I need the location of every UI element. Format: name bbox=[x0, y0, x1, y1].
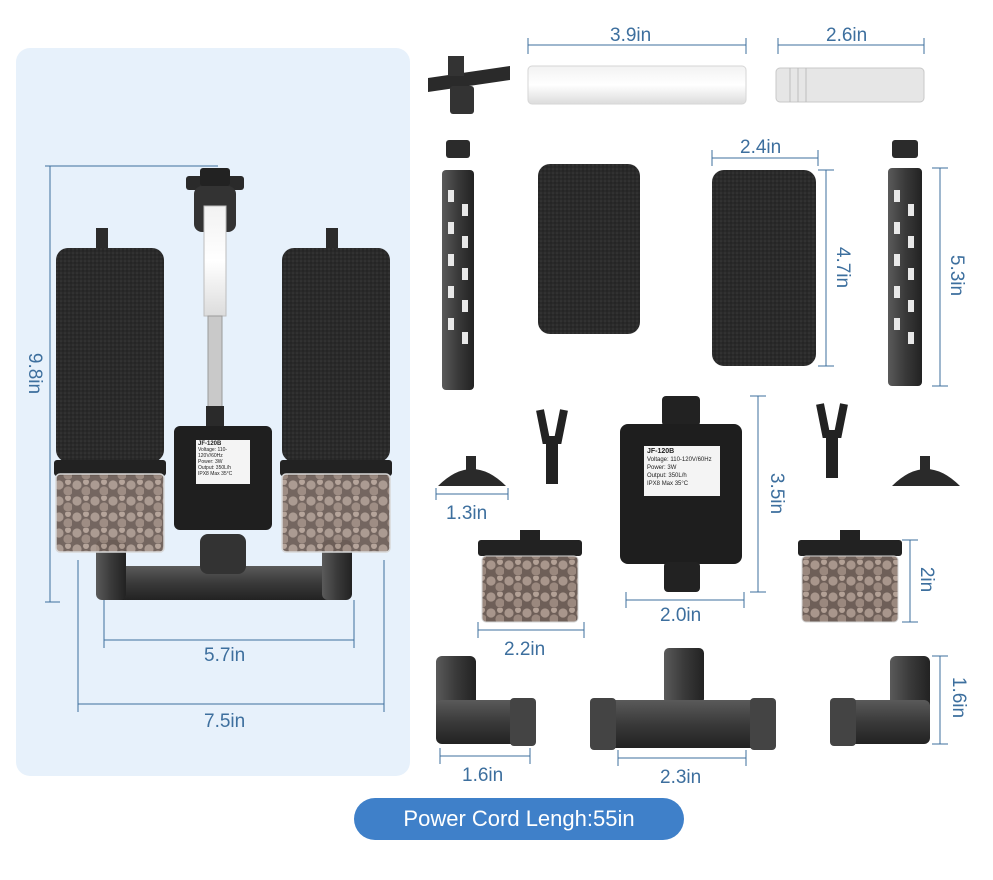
pump-voltage: Voltage: 110-120V/60Hz bbox=[198, 447, 228, 459]
short-lift-tube bbox=[775, 67, 925, 103]
dim-elbow-height: 1.6in bbox=[948, 676, 970, 719]
power-cord-badge: Power Cord Lengh:55in bbox=[354, 798, 684, 840]
airline-valve-part bbox=[428, 56, 510, 114]
suction-cup-right bbox=[892, 469, 960, 486]
clip-right bbox=[816, 403, 848, 438]
pump-output-value: 350L/h bbox=[215, 465, 232, 471]
dim-assembly-height: 9.8in bbox=[24, 352, 46, 395]
media-cup-right-lid bbox=[798, 540, 902, 556]
elbow-right bbox=[830, 656, 930, 746]
dim-pump-height: 3.5in bbox=[766, 472, 788, 515]
dim-media-cup-width: 2.2in bbox=[504, 639, 546, 660]
pump-power-label: Power: bbox=[647, 465, 666, 471]
dim-sponge-height: 4.7in bbox=[832, 246, 854, 289]
media-cup-left-lid bbox=[478, 540, 582, 556]
pump-voltage: Voltage: 110-120V/60Hz bbox=[647, 457, 712, 463]
dim-tube-short: 2.6in bbox=[826, 25, 868, 46]
left-strainer-tube bbox=[442, 170, 474, 390]
dim-sponge-width: 2.4in bbox=[740, 137, 782, 158]
pump-power-value: 3W bbox=[214, 459, 223, 465]
pump-output-label: Output: bbox=[647, 473, 667, 479]
dim-suction-cup: 1.3in bbox=[446, 503, 488, 524]
pump-model: JF-120B bbox=[198, 441, 222, 447]
right-strainer-tube bbox=[888, 168, 922, 386]
pump-label: JF-120B Voltage: 110-120V/60Hz Power: 3W… bbox=[644, 446, 720, 496]
assembled-filter bbox=[45, 165, 392, 712]
pump-output-value: 350L/h bbox=[668, 473, 687, 479]
pump-model: JF-120B bbox=[647, 448, 675, 455]
pump-rating: IPX8 bbox=[647, 481, 661, 487]
dim-tee-width: 2.3in bbox=[660, 767, 702, 788]
pump-output-label: Output: bbox=[198, 465, 215, 471]
assembled-pump-label: JF-120B Voltage: 110-120V/60Hz Power: 3W… bbox=[196, 440, 250, 484]
pump-max-temp: Max 35°C bbox=[661, 481, 689, 487]
dim-strainer-height: 5.3in bbox=[946, 254, 968, 297]
dim-assembly-outer-width: 7.5in bbox=[204, 711, 246, 732]
dim-tube-long: 3.9in bbox=[610, 25, 652, 46]
elbow-left bbox=[436, 656, 536, 746]
sponge-2 bbox=[712, 170, 816, 366]
pump-power-value: 3W bbox=[667, 465, 677, 471]
long-lift-tube bbox=[527, 65, 747, 105]
dim-media-cup-height: 2in bbox=[916, 566, 938, 593]
sponge-1 bbox=[538, 164, 640, 334]
dim-elbow-width: 1.6in bbox=[462, 765, 504, 786]
pump-max-temp: Max 35°C bbox=[210, 471, 233, 477]
pump-power-label: Power: bbox=[198, 459, 214, 465]
suction-cup-left bbox=[438, 469, 506, 486]
left-sponge bbox=[56, 248, 164, 462]
dim-assembly-inner-width: 5.7in bbox=[204, 645, 246, 666]
dim-pump-width: 2.0in bbox=[660, 605, 702, 626]
pump-rating: IPX8 bbox=[198, 471, 209, 477]
tee-connector bbox=[590, 648, 776, 750]
clip-left bbox=[536, 409, 568, 444]
right-sponge bbox=[282, 248, 390, 462]
